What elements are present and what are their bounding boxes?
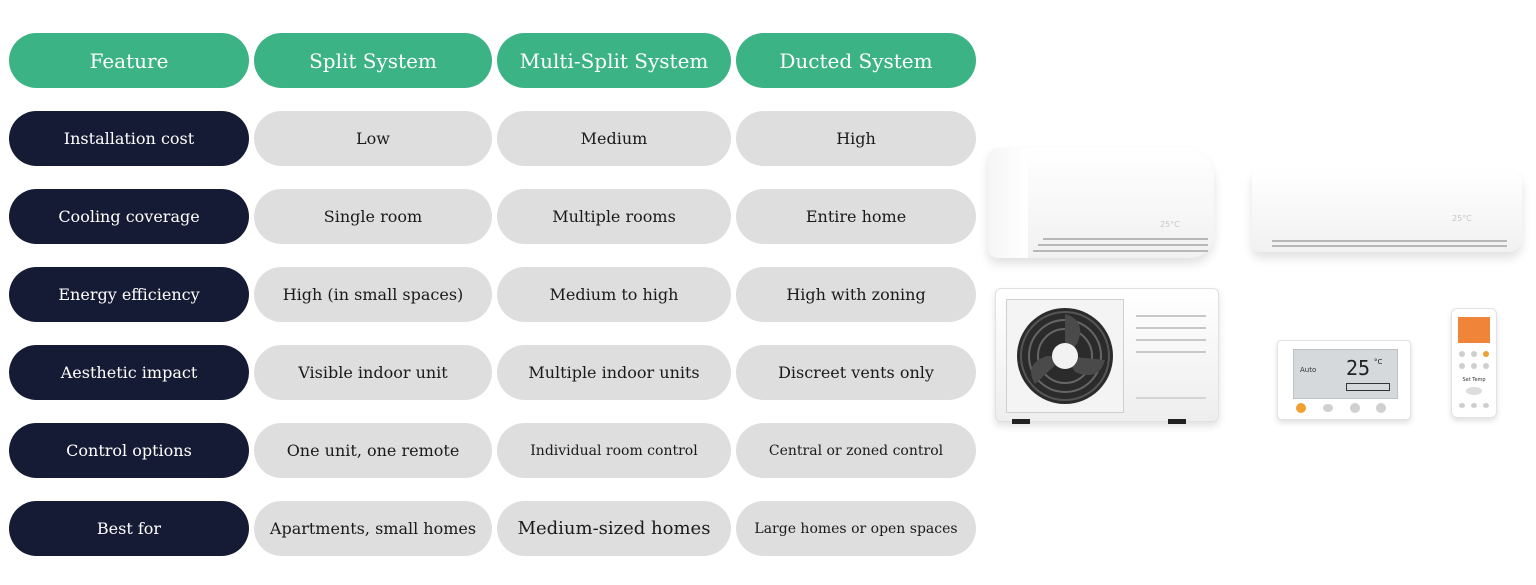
power-button — [1296, 403, 1306, 413]
cell-split-energy-efficiency: High (in small spaces) — [254, 267, 492, 322]
down-button — [1350, 403, 1360, 413]
indoor-unit-display: 25°C — [1452, 214, 1472, 223]
row-label-control-options: Control options — [9, 423, 249, 478]
cell-multi-installation-cost: Medium — [497, 111, 731, 166]
remote-set-temp-label: Set Temp — [1462, 377, 1486, 383]
remote-button — [1459, 363, 1465, 369]
header-multi-split-system: Multi-Split System — [497, 33, 731, 88]
cell-multi-energy-efficiency: Medium to high — [497, 267, 731, 322]
header-split-system: Split System — [254, 33, 492, 88]
cell-ducted-cooling-coverage: Entire home — [736, 189, 976, 244]
wall-thermostat: Auto 25 °C — [1277, 340, 1411, 420]
remote-screen — [1458, 317, 1490, 343]
cell-ducted-aesthetic-impact: Discreet vents only — [736, 345, 976, 400]
indoor-unit-left-side — [988, 148, 1028, 258]
remote-button — [1459, 403, 1465, 408]
mode-button — [1323, 404, 1333, 412]
cell-ducted-installation-cost: High — [736, 111, 976, 166]
remote-button — [1483, 363, 1489, 369]
ac-units-illustration: 25°C 25°C Auto — [985, 140, 1530, 440]
cell-ducted-control-options: Central or zoned control — [736, 423, 976, 478]
cell-ducted-energy-efficiency: High with zoning — [736, 267, 976, 322]
header-ducted-system: Ducted System — [736, 33, 976, 88]
remote-button — [1483, 403, 1489, 408]
cell-split-control-options: One unit, one remote — [254, 423, 492, 478]
thermostat-mode: Auto — [1300, 366, 1317, 374]
thermostat-level-bar — [1346, 383, 1390, 391]
thermostat-unit: °C — [1374, 358, 1383, 366]
row-label-aesthetic-impact: Aesthetic impact — [9, 345, 249, 400]
vent-line — [1136, 397, 1206, 399]
vent-line — [1272, 240, 1507, 242]
vent-line — [1038, 244, 1208, 246]
unit-foot — [1168, 419, 1186, 424]
cell-split-aesthetic-impact: Visible indoor unit — [254, 345, 492, 400]
remote-control: Set Temp — [1451, 308, 1497, 418]
cell-split-best-for: Apartments, small homes — [254, 501, 492, 556]
remote-button — [1471, 403, 1477, 408]
remote-button — [1471, 363, 1477, 369]
cell-multi-best-for: Medium-sized homes — [497, 501, 731, 556]
indoor-unit-right: 25°C — [1252, 170, 1522, 252]
vent-line — [1136, 351, 1206, 353]
indoor-unit-left: 25°C — [988, 148, 1214, 258]
row-label-best-for: Best for — [9, 501, 249, 556]
vent-line — [1136, 315, 1206, 317]
cell-split-installation-cost: Low — [254, 111, 492, 166]
row-label-cooling-coverage: Cooling coverage — [9, 189, 249, 244]
thermostat-screen: Auto 25 °C — [1293, 349, 1398, 399]
vent-line — [1033, 250, 1208, 252]
vent-line — [1136, 327, 1206, 329]
remote-button — [1471, 351, 1477, 357]
remote-button — [1466, 387, 1482, 395]
outdoor-unit — [995, 288, 1219, 424]
vent-line — [1136, 339, 1206, 341]
vent-line — [1043, 238, 1208, 240]
cell-ducted-best-for: Large homes or open spaces — [736, 501, 976, 556]
fan-icon — [1017, 308, 1113, 404]
row-label-installation-cost: Installation cost — [9, 111, 249, 166]
remote-button — [1459, 351, 1465, 357]
up-button — [1376, 403, 1386, 413]
thermostat-temperature: 25 — [1346, 356, 1371, 380]
header-feature: Feature — [9, 33, 249, 88]
remote-button — [1483, 351, 1489, 357]
indoor-unit-display: 25°C — [1160, 220, 1180, 229]
cell-multi-aesthetic-impact: Multiple indoor units — [497, 345, 731, 400]
row-label-energy-efficiency: Energy efficiency — [9, 267, 249, 322]
fan-grille — [1006, 299, 1124, 413]
cell-split-cooling-coverage: Single room — [254, 189, 492, 244]
vent-line — [1272, 245, 1507, 247]
unit-foot — [1012, 419, 1030, 424]
cell-multi-control-options: Individual room control — [497, 423, 731, 478]
cell-multi-cooling-coverage: Multiple rooms — [497, 189, 731, 244]
